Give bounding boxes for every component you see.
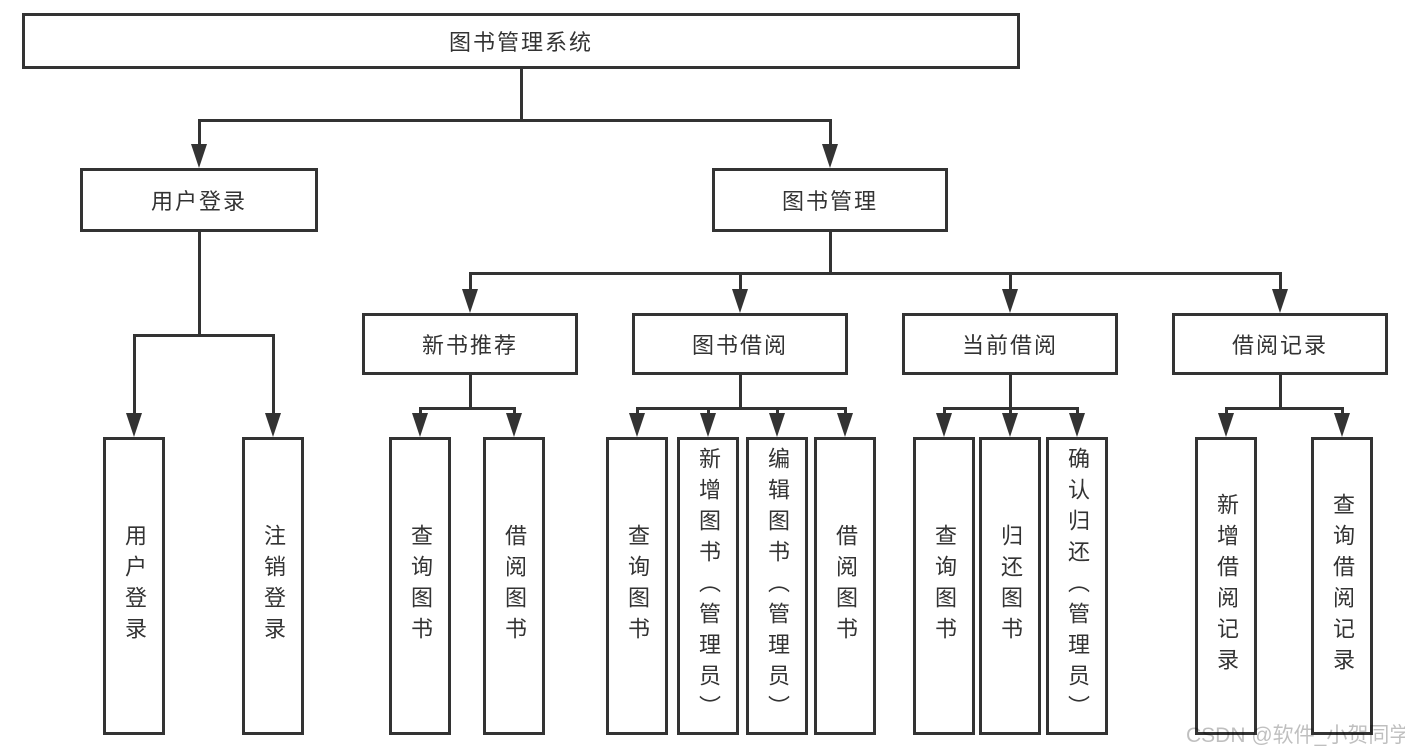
- arrow-down-icon: [769, 413, 785, 437]
- connector-drop-leaf: [707, 407, 710, 415]
- leaf-label: 用户登录: [122, 524, 147, 648]
- connector-drop-leaf: [1225, 407, 1228, 415]
- arrow-down-icon: [629, 413, 645, 437]
- connector-drop-leaf: [776, 407, 779, 415]
- connector-leaf-bar: [636, 407, 847, 410]
- connector-level2-bar: [198, 119, 832, 122]
- arrow-down-icon: [1069, 413, 1085, 437]
- connector-drop-section: [739, 272, 742, 291]
- arrow-down-icon: [700, 413, 716, 437]
- leaf-user-login: 用户登录: [103, 437, 165, 735]
- leaf-label: 新增借阅记录: [1214, 493, 1239, 679]
- arrow-down-icon: [1272, 289, 1288, 313]
- leaf-edit-book-admin: 编辑图书（管理员）: [746, 437, 808, 735]
- leaf-query-books-current: 查询图书: [913, 437, 975, 735]
- arrow-down-icon: [732, 289, 748, 313]
- connector-drop-section: [1279, 272, 1282, 291]
- connector-root-stem: [520, 68, 523, 122]
- connector-user-login-stem: [198, 232, 201, 336]
- node-label: 当前借阅: [961, 333, 1058, 358]
- node-user-login: 用户登录: [80, 168, 318, 232]
- node-book-borrowing: 图书借阅: [632, 313, 848, 375]
- node-label: 图书管理: [781, 189, 878, 214]
- leaf-add-book-admin: 新增图书（管理员）: [677, 437, 739, 735]
- connector-drop-leaf: [1009, 407, 1012, 415]
- arrow-down-icon: [1002, 413, 1018, 437]
- node-label: 借阅记录: [1231, 333, 1328, 358]
- connector-section-stem: [469, 375, 472, 409]
- arrow-down-icon: [506, 413, 522, 437]
- arrow-down-icon: [265, 413, 281, 437]
- arrow-down-icon: [126, 413, 142, 437]
- arrow-down-icon: [462, 289, 478, 313]
- node-book-management: 图书管理: [712, 168, 948, 232]
- connector-drop-leaf: [943, 407, 946, 415]
- arrow-down-icon: [412, 413, 428, 437]
- connector-level3-bar: [469, 272, 1282, 275]
- connector-drop-leaf: [419, 407, 422, 415]
- node-label: 图书借阅: [691, 333, 788, 358]
- leaf-confirm-return-admin: 确认归还（管理员）: [1046, 437, 1108, 735]
- leaf-label: 查询借阅记录: [1330, 493, 1355, 679]
- leaf-label: 新增图书（管理员）: [696, 446, 721, 726]
- leaf-label: 查询图书: [625, 524, 650, 648]
- leaf-borrow-books-borrow: 借阅图书: [814, 437, 876, 735]
- connector-drop-leaf: [1341, 407, 1344, 415]
- connector-drop-leaf: [1076, 407, 1079, 415]
- connector-drop-section: [1009, 272, 1012, 291]
- connector-drop-leaf: [133, 334, 136, 416]
- node-root: 图书管理系统: [22, 13, 1020, 69]
- connector-section-stem: [1009, 375, 1012, 409]
- leaf-label: 编辑图书（管理员）: [765, 446, 790, 726]
- leaf-logout: 注销登录: [242, 437, 304, 735]
- connector-drop-leaf: [272, 334, 275, 416]
- connector-leaf-bar: [1225, 407, 1344, 410]
- leaf-add-borrow-record: 新增借阅记录: [1195, 437, 1257, 735]
- leaf-label: 归还图书: [998, 524, 1023, 648]
- connector-drop-leaf: [513, 407, 516, 415]
- leaf-label: 借阅图书: [502, 524, 527, 648]
- node-label: 新书推荐: [421, 333, 518, 358]
- leaf-label: 确认归还（管理员）: [1065, 446, 1090, 726]
- leaf-label: 查询图书: [408, 524, 433, 648]
- connector-book-management-stem: [829, 232, 832, 274]
- node-new-book-recommendation: 新书推荐: [362, 313, 578, 375]
- arrow-down-icon: [1334, 413, 1350, 437]
- arrow-down-icon: [1002, 289, 1018, 313]
- arrow-down-icon: [191, 144, 207, 168]
- node-borrowing-records: 借阅记录: [1172, 313, 1388, 375]
- connector-drop-leaf: [636, 407, 639, 415]
- leaf-label: 借阅图书: [833, 524, 858, 648]
- node-label: 图书管理系统: [448, 30, 593, 55]
- connector-drop-user-login: [198, 119, 201, 147]
- connector-section-stem: [739, 375, 742, 409]
- arrow-down-icon: [837, 413, 853, 437]
- leaf-label: 查询图书: [932, 524, 957, 648]
- leaf-return-book: 归还图书: [979, 437, 1041, 735]
- arrow-down-icon: [822, 144, 838, 168]
- connector-drop-section: [469, 272, 472, 291]
- node-current-borrowing: 当前借阅: [902, 313, 1118, 375]
- arrow-down-icon: [1218, 413, 1234, 437]
- arrow-down-icon: [936, 413, 952, 437]
- node-label: 用户登录: [150, 189, 247, 214]
- leaf-query-borrow-record: 查询借阅记录: [1311, 437, 1373, 735]
- leaf-borrow-books-recommend: 借阅图书: [483, 437, 545, 735]
- leaf-query-books-recommend: 查询图书: [389, 437, 451, 735]
- connector-leaf-bar: [419, 407, 516, 410]
- leaf-query-books-borrow: 查询图书: [606, 437, 668, 735]
- connector-section-stem: [1279, 375, 1282, 409]
- connector-user-login-bar: [133, 334, 275, 337]
- connector-drop-book-management: [829, 119, 832, 147]
- csdn-watermark: CSDN @软件_小贺同学: [1186, 724, 1405, 747]
- leaf-label: 注销登录: [261, 524, 286, 648]
- connector-drop-leaf: [844, 407, 847, 415]
